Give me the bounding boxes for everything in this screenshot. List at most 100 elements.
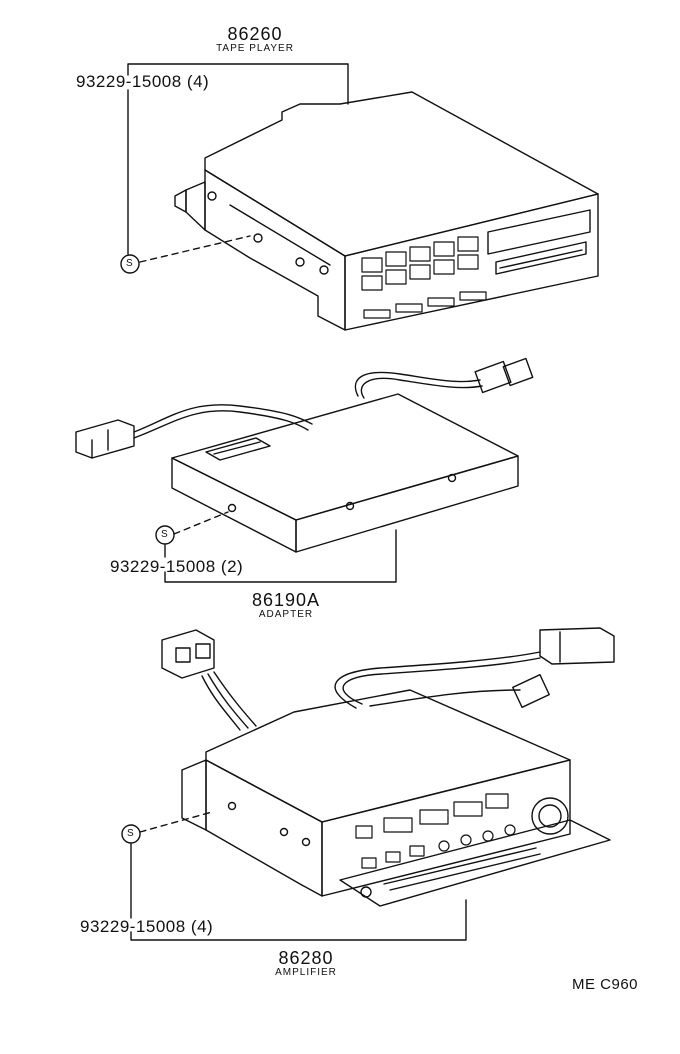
tape-player-part-number: 86260 — [227, 24, 283, 44]
tape-player-screw-s: S — [126, 258, 133, 269]
adapter-screw-dash — [173, 511, 229, 535]
amplifier-side-hole — [301, 837, 311, 847]
tape-player-drawing — [120, 63, 599, 331]
amplifier-button — [419, 809, 449, 825]
amplifier-base-hole — [360, 886, 372, 898]
tape-player-button — [427, 297, 455, 307]
adapter-side — [171, 457, 297, 553]
amplifier-button — [409, 845, 425, 857]
adapter-cable-left — [133, 410, 309, 439]
adapter-cable-right — [360, 377, 483, 399]
tape-player-side — [204, 169, 346, 331]
amplifier-bracket — [181, 759, 207, 831]
adapter-part-number: 86190A — [251, 590, 321, 610]
adapter-screw-s: S — [161, 529, 168, 540]
adapter-leader — [164, 529, 397, 583]
tape-player-button — [457, 254, 479, 270]
amplifier-controls — [355, 793, 516, 869]
adapter-hole — [447, 473, 457, 483]
tape-player-button — [361, 257, 383, 273]
amplifier-button — [361, 857, 377, 869]
amplifier-button — [383, 817, 413, 833]
adapter-chip — [205, 437, 271, 461]
amplifier-button — [385, 851, 401, 863]
adapter-screw-symbol — [155, 525, 175, 545]
tape-player-leader — [127, 63, 349, 105]
adapter-round-connector-tip — [502, 357, 534, 387]
tape-player-button — [363, 309, 391, 319]
tape-player-display — [487, 209, 591, 255]
tape-player-screw-label: 93229-15008 (4) — [76, 72, 210, 91]
amplifier-jack — [482, 830, 494, 842]
amplifier-wire-bundle — [213, 671, 257, 727]
adapter-chip-detail — [213, 441, 261, 455]
tape-player-button — [409, 264, 431, 280]
tape-player-button — [385, 251, 407, 267]
adapter-cable-left — [133, 404, 313, 433]
amplifier-cable — [334, 651, 541, 709]
tape-player-screw-symbol — [120, 254, 140, 274]
tape-player-top — [204, 91, 599, 257]
amplifier-cable — [369, 689, 521, 707]
tape-player-side-hole — [319, 265, 329, 275]
tape-player-button — [409, 246, 431, 262]
amplifier-jack — [438, 840, 450, 852]
adapter-plug-left — [75, 419, 135, 459]
adapter-round-connector — [474, 360, 512, 394]
tape-player-button — [433, 259, 455, 275]
tape-player-side-rib — [229, 204, 331, 266]
tape-player-slot-line — [499, 249, 583, 269]
amplifier-leader — [130, 899, 467, 941]
tape-player-side-hole — [295, 257, 305, 267]
amplifier-button — [453, 801, 483, 817]
amplifier-part-number: 86280 — [278, 948, 334, 968]
adapter-cable-right — [354, 371, 481, 397]
amplifier-screw-label: 93229-15008 (4) — [80, 917, 214, 936]
adapter-drawing — [75, 357, 534, 583]
amplifier-drawing — [121, 627, 615, 941]
tape-player-button — [361, 275, 383, 291]
amplifier-base-slot — [383, 847, 537, 885]
amplifier-screw-dash — [139, 811, 213, 833]
amplifier-button — [355, 825, 373, 839]
amplifier-jack — [504, 824, 516, 836]
tape-player-button — [457, 236, 479, 252]
adapter-name: ADAPTER — [258, 609, 314, 620]
amplifier-screw-s: S — [127, 828, 134, 839]
drawing-code: ME C960 — [572, 976, 639, 993]
amplifier-plug-left-detail — [175, 647, 191, 663]
tape-player-bracket-tab — [174, 189, 187, 213]
tape-player-name: TAPE PLAYER — [216, 43, 294, 54]
amplifier-screw-symbol — [121, 824, 141, 844]
tape-player-side-hole — [253, 233, 263, 243]
amplifier-top — [205, 689, 571, 823]
adapter-front — [295, 455, 519, 553]
tape-player-button — [385, 269, 407, 285]
amplifier-round-connector — [512, 673, 550, 709]
tape-player-button — [459, 291, 487, 301]
amplifier-jack — [460, 834, 472, 846]
tape-player-bracket — [185, 181, 206, 231]
amplifier-button — [485, 793, 509, 809]
tape-player-screw-dash — [139, 235, 251, 263]
tape-player-side-hole — [207, 191, 217, 201]
amplifier-knob-inner — [538, 804, 562, 828]
amplifier-knob — [531, 797, 569, 835]
amplifier-plug-left — [161, 629, 215, 679]
tape-player-button — [395, 303, 423, 313]
adapter-hole — [345, 501, 355, 511]
tape-player-cassette-slot — [495, 241, 587, 275]
amplifier-cable — [342, 657, 541, 705]
amplifier-name: AMPLIFIER — [275, 967, 337, 978]
amplifier-plug-right — [539, 627, 615, 665]
adapter-screw-label: 93229-15008 (2) — [110, 557, 244, 576]
amplifier-side-hole — [279, 827, 289, 837]
tape-player-buttons — [361, 236, 487, 319]
amplifier-side-hole — [227, 801, 237, 811]
amplifier-wire-bundle — [201, 675, 241, 731]
amplifier-base-slot — [389, 853, 541, 891]
amplifier-wire-bundle — [207, 673, 249, 729]
amplifier-plug-left-detail — [195, 643, 211, 659]
amplifier-side — [205, 759, 323, 897]
